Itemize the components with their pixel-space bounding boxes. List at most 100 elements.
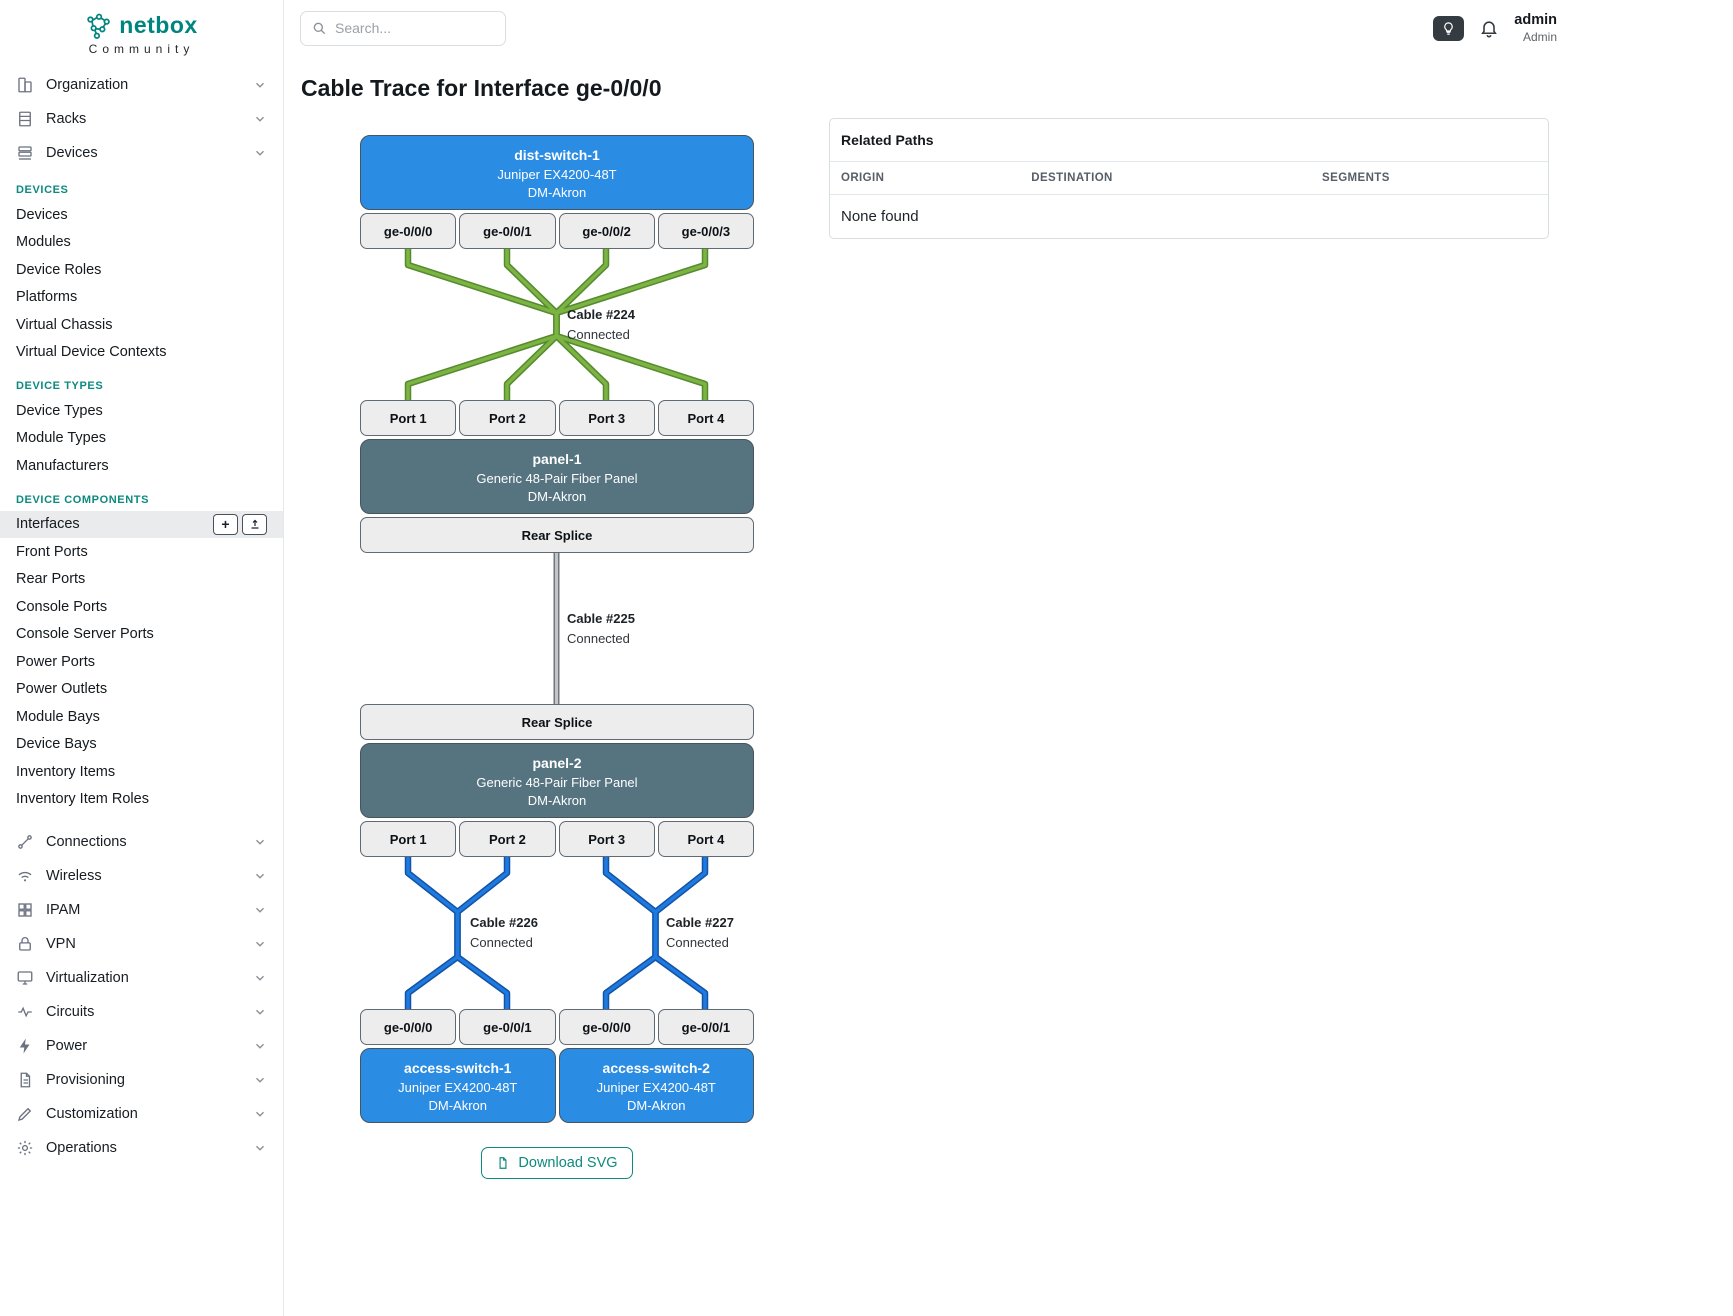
interface-box[interactable]: ge-0/0/1 [657,1009,754,1045]
interface-box[interactable]: ge-0/0/1 [459,213,556,249]
related-paths-card: Related Paths ORIGIN DESTINATION SEGMENT… [829,118,1549,239]
search-input[interactable] [335,20,495,36]
rear-splice-box[interactable]: Rear Splice [360,517,754,553]
column-header-origin: ORIGIN [830,162,1021,195]
sidebar-item-power-ports[interactable]: Power Ports [0,648,283,676]
sidebar-item-inventory-items[interactable]: Inventory Items [0,758,283,786]
sidebar-item-virtualization[interactable]: Virtualization [0,961,283,995]
device-box-access-switch-1[interactable]: access-switch-1 Juniper EX4200-48T DM-Ak… [360,1048,556,1123]
chevron-down-icon [253,1039,267,1053]
sidebar-item-devices[interactable]: Devices [0,136,283,170]
cable-status: Connected [567,630,630,646]
sidebar-item-front-ports[interactable]: Front Ports [0,538,283,566]
port-box[interactable]: Port 2 [459,821,556,857]
sidebar-item-label: Module Types [16,430,107,447]
chevron-down-icon [253,1073,267,1087]
interface-box[interactable]: ge-0/0/0 [360,213,457,249]
sidebar-item-circuits[interactable]: Circuits [0,995,283,1029]
interface-box[interactable]: ge-0/0/0 [558,1009,655,1045]
sidebar-item-organization[interactable]: Organization [0,68,283,102]
sidebar-item-console-ports[interactable]: Console Ports [0,593,283,621]
add-interface-button[interactable]: + [213,513,238,535]
sidebar-item-devices-list[interactable]: Devices [0,201,283,229]
port-box[interactable]: Port 3 [558,821,655,857]
interface-box[interactable]: ge-0/0/3 [657,213,754,249]
sidebar-item-provisioning[interactable]: Provisioning [0,1063,283,1097]
cable-name[interactable]: Cable #225 [567,611,635,626]
sidebar-item-device-types[interactable]: Device Types [0,397,283,425]
sidebar-item-console-server-ports[interactable]: Console Server Ports [0,621,283,649]
upload-icon [251,519,258,529]
import-interfaces-button[interactable] [242,513,267,535]
device-model: Juniper EX4200-48T [497,167,617,182]
rack-icon [16,110,34,128]
device-model: Juniper EX4200-48T [596,1080,716,1095]
rear-splice-box[interactable]: Rear Splice [360,704,754,740]
sidebar-item-label: Module Bays [16,708,100,725]
building-icon [16,76,34,94]
port-box[interactable]: Port 1 [360,821,457,857]
sidebar-item-operations[interactable]: Operations [0,1131,283,1165]
sidebar-item-interfaces[interactable]: Interfaces + [0,510,283,538]
brand[interactable]: netbox Community [0,12,283,56]
port-box[interactable]: Port 1 [360,400,457,436]
device-box-panel-2[interactable]: panel-2 Generic 48-Pair Fiber Panel DM-A… [360,743,754,818]
chevron-down-icon [253,835,267,849]
device-site: DM-Akron [428,1098,487,1113]
sidebar-item-inventory-item-roles[interactable]: Inventory Item Roles [0,786,283,814]
chevron-down-icon [253,903,267,917]
wifi-icon [16,867,34,885]
sidebar-section-device-components: DEVICE COMPONENTS [16,493,150,506]
sidebar-item-platforms[interactable]: Platforms [0,284,283,312]
device-model: Generic 48-Pair Fiber Panel [476,471,638,486]
interface-box[interactable]: ge-0/0/2 [558,213,655,249]
page-title: Cable Trace for Interface ge-0/0/0 [301,75,662,101]
sidebar-item-module-bays[interactable]: Module Bays [0,703,283,731]
port-box[interactable]: Port 3 [558,400,655,436]
sidebar-item-label: Manufacturers [16,457,109,474]
sidebar-item-connections[interactable]: Connections [0,825,283,859]
search-box[interactable] [300,10,506,46]
sidebar-item-customization[interactable]: Customization [0,1097,283,1131]
sidebar-item-racks[interactable]: Racks [0,102,283,136]
interface-box[interactable]: ge-0/0/1 [459,1009,556,1045]
sidebar-item-module-types[interactable]: Module Types [0,425,283,453]
cable-name[interactable]: Cable #224 [567,307,635,322]
lock-icon [16,935,34,953]
search-icon [311,20,327,36]
sidebar-item-manufacturers[interactable]: Manufacturers [0,452,283,480]
sidebar-item-rear-ports[interactable]: Rear Ports [0,566,283,594]
sidebar-item-virtual-device-contexts[interactable]: Virtual Device Contexts [0,339,283,367]
sidebar-item-device-roles[interactable]: Device Roles [0,256,283,284]
sidebar-item-ipam[interactable]: IPAM [0,893,283,927]
device-box-dist-switch-1[interactable]: dist-switch-1 Juniper EX4200-48T DM-Akro… [360,135,754,210]
user-menu[interactable]: admin Admin [1514,12,1557,44]
topbar: admin Admin [284,0,1733,56]
sidebar-item-device-bays[interactable]: Device Bays [0,731,283,759]
user-role: Admin [1522,29,1557,44]
sidebar-item-power-outlets[interactable]: Power Outlets [0,676,283,704]
sidebar-item-label: VPN [46,936,76,952]
sidebar-item-vpn[interactable]: VPN [0,927,283,961]
device-name: dist-switch-1 [514,147,600,163]
cable-name[interactable]: Cable #227 [666,915,734,930]
sidebar-item-wireless[interactable]: Wireless [0,859,283,893]
download-svg-button[interactable]: Download SVG [481,1147,633,1179]
sidebar-item-virtual-chassis[interactable]: Virtual Chassis [0,311,283,339]
port-box[interactable]: Port 4 [657,400,754,436]
dark-mode-toggle-button[interactable] [1433,15,1465,41]
download-svg-label: Download SVG [518,1155,618,1171]
chevron-down-icon [253,937,267,951]
sidebar-item-label: Virtualization [46,970,129,986]
device-box-panel-1[interactable]: panel-1 Generic 48-Pair Fiber Panel DM-A… [360,439,754,514]
sidebar-item-power[interactable]: Power [0,1029,283,1063]
device-box-access-switch-2[interactable]: access-switch-2 Juniper EX4200-48T DM-Ak… [558,1048,754,1123]
port-box[interactable]: Port 4 [657,821,754,857]
port-box[interactable]: Port 2 [459,400,556,436]
notifications-button[interactable] [1479,18,1499,38]
interface-box[interactable]: ge-0/0/0 [360,1009,457,1045]
sidebar-item-label: Front Ports [16,543,88,560]
cable-name[interactable]: Cable #226 [470,915,538,930]
main-content: admin Admin Cable Trace for Interface ge… [284,0,1733,1316]
sidebar-item-modules[interactable]: Modules [0,229,283,257]
